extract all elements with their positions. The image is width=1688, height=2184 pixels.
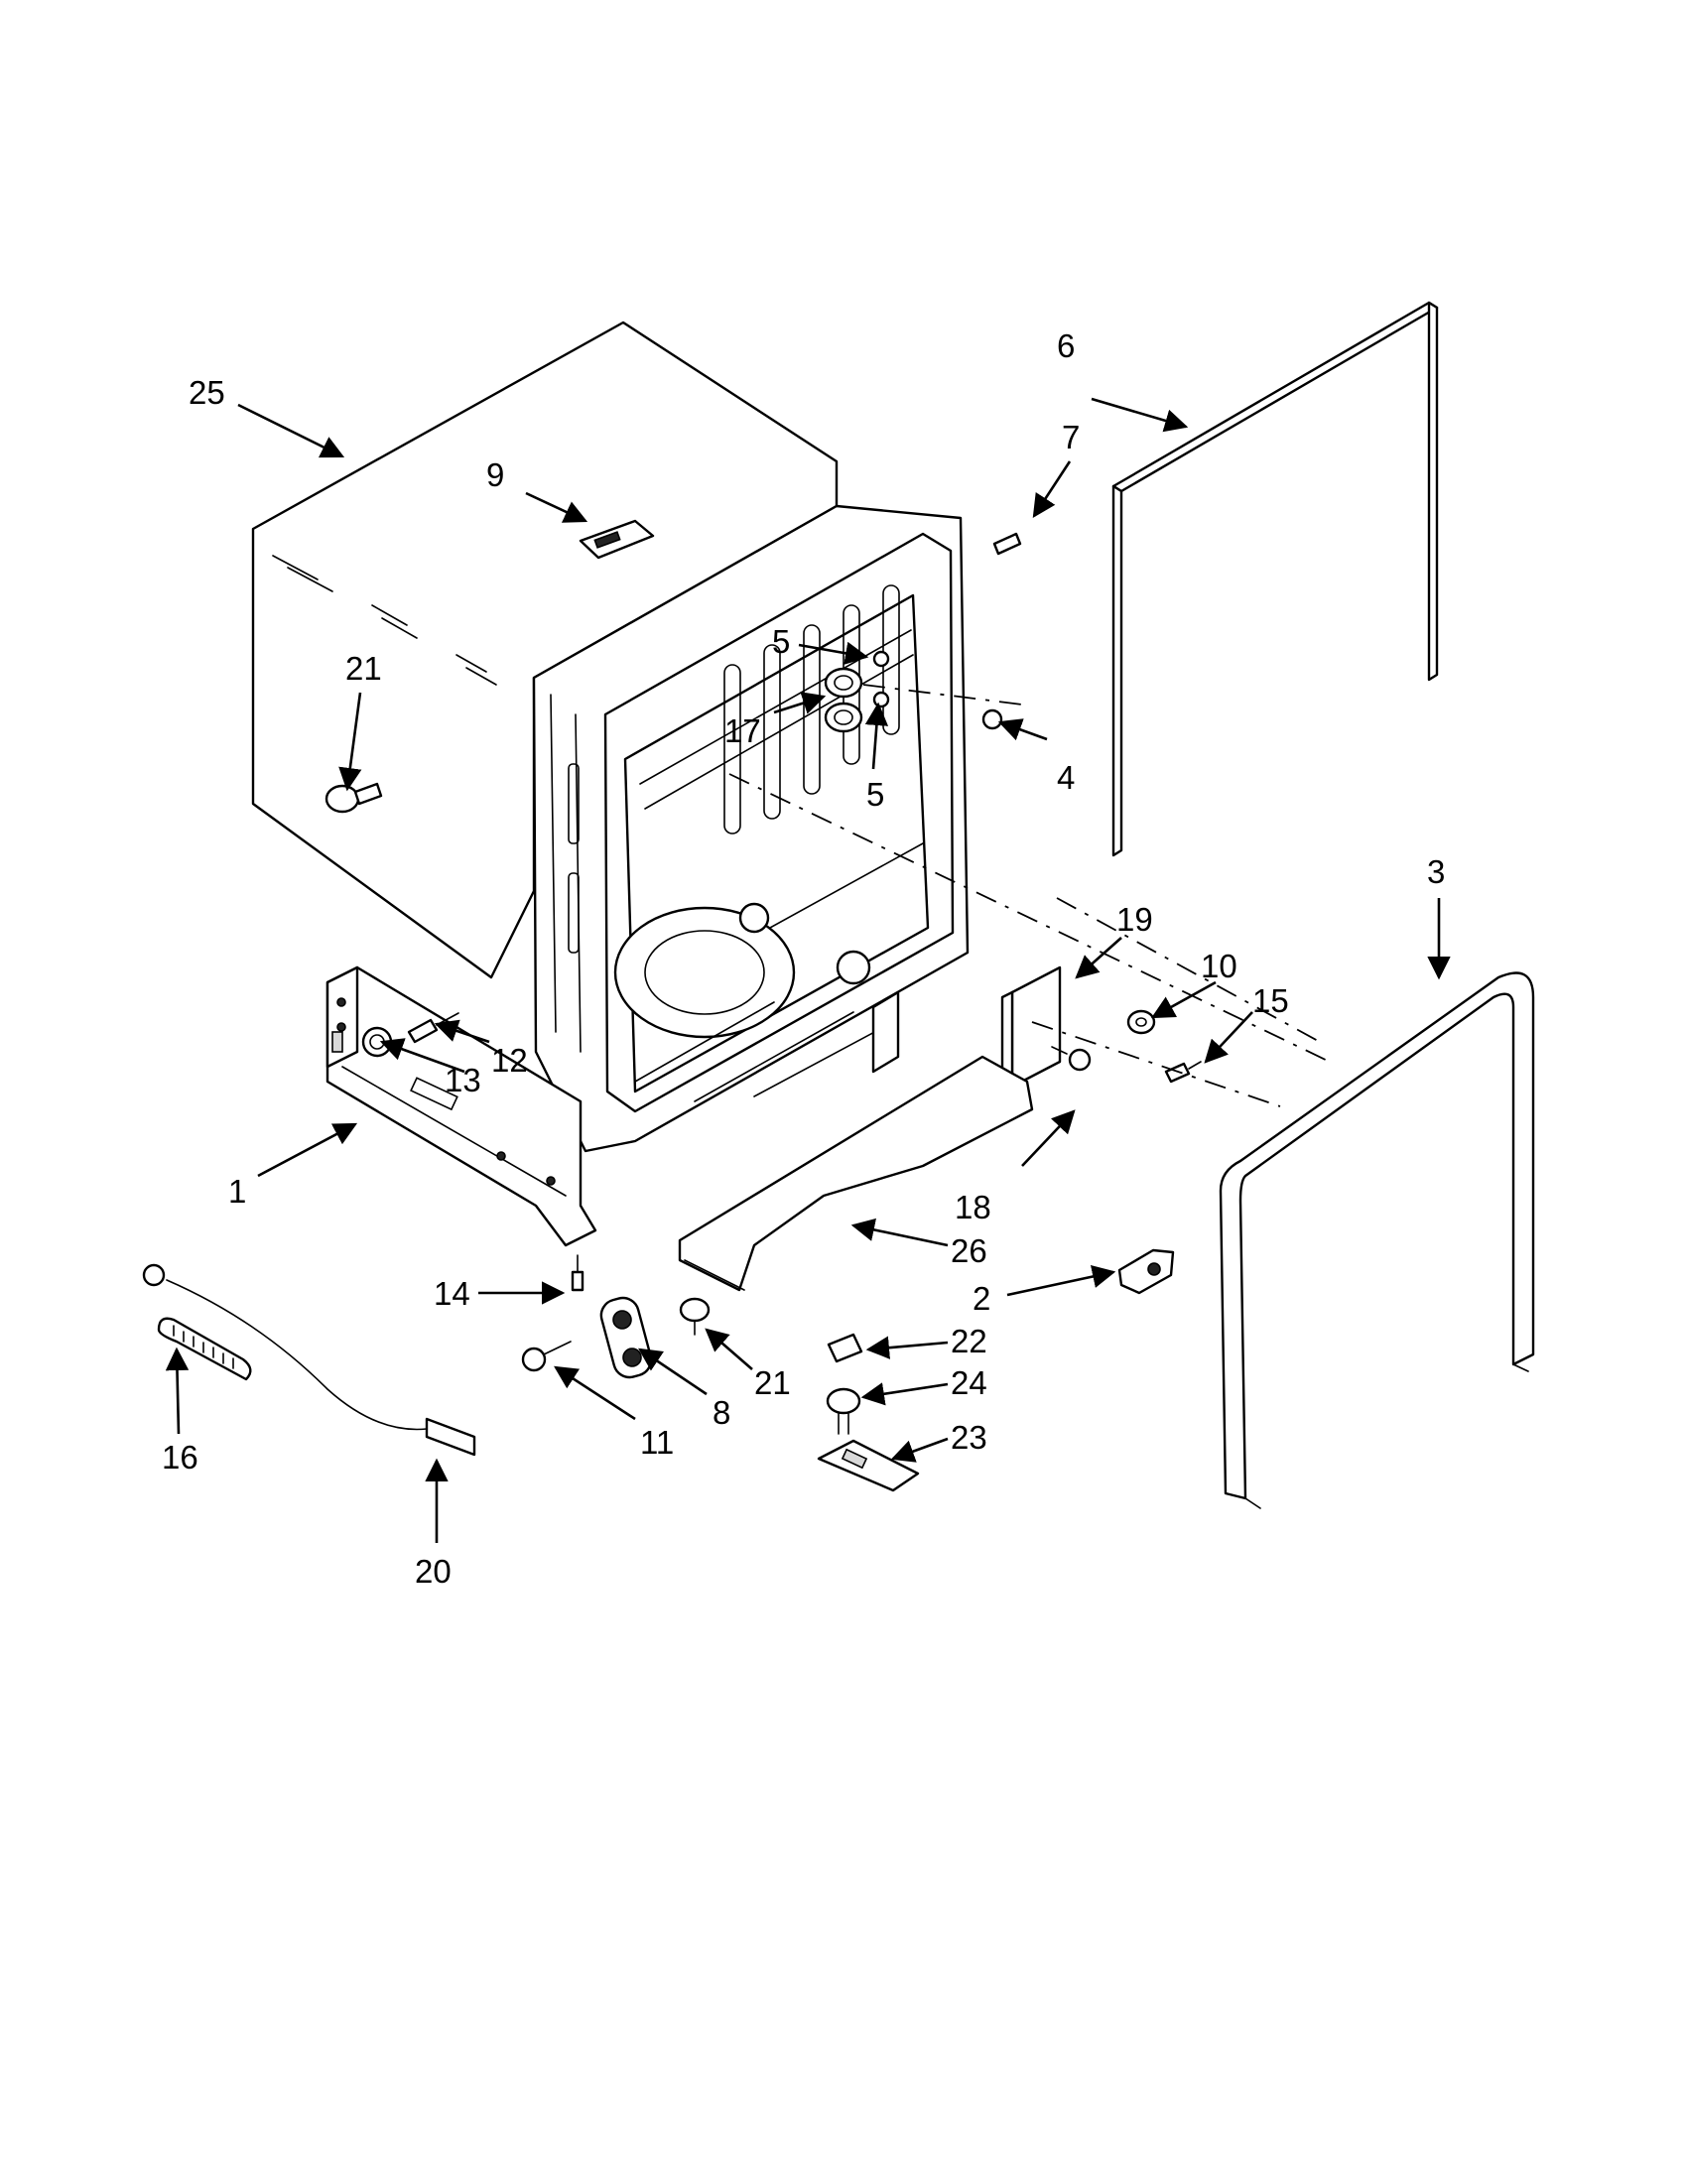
screw-11 [521,1341,572,1372]
callout-12: 12 [491,1042,528,1079]
nut-10 [1126,1009,1156,1035]
bracket-8 [599,1296,653,1379]
callout-labels: 25 9 21 6 7 5 17 5 4 3 19 10 15 12 13 1 … [162,327,1445,1590]
callout-23: 25 [189,374,225,411]
callout-6: 6 [1057,327,1075,364]
callout-26: 26 [951,1232,987,1269]
bracket-24 [817,1439,920,1492]
door-spring-16 [157,1317,252,1381]
center-line-1 [728,773,1331,1063]
tub-base-frame [325,965,900,1247]
plug-21-lower [679,1297,711,1336]
latch-2 [1117,1248,1175,1295]
callout-8: 8 [713,1394,730,1431]
callout-21-lower: 21 [754,1364,791,1401]
callout-20: 20 [415,1553,452,1590]
callout-10: 10 [1201,948,1237,984]
callout-19: 19 [1116,901,1153,938]
callout-13: 13 [445,1062,481,1098]
thermostat-25 [826,1387,861,1435]
center-line-3 [1031,1021,1281,1107]
vent-clip-9 [579,519,655,560]
screw-14 [571,1254,584,1292]
callout-14: 14 [434,1275,470,1312]
screw-15 [1164,1061,1202,1084]
center-line-2 [1056,897,1321,1043]
callout-4: 4 [1057,759,1075,796]
lower-gasket-3 [1219,971,1535,1509]
callout-9: 9 [486,456,504,493]
callout-17: 17 [724,712,761,749]
callout-15: 15 [1252,982,1289,1019]
callout-5-lower: 5 [866,776,884,813]
callout-2: 2 [973,1280,990,1317]
heat-shield-26 [678,1055,1034,1292]
callout-16: 16 [162,1439,198,1476]
plug-21-upper [325,782,383,814]
inlet-fittings-17 [824,532,1023,733]
callout-25: 24 [951,1364,987,1401]
callout-21-upper: 21 [345,650,382,687]
leader-lines [165,397,1451,1543]
clip-22 [827,1333,863,1363]
door-seal-6 [1111,301,1439,857]
callout-24: 23 [951,1419,987,1456]
callout-5-upper: 5 [772,623,790,660]
door-cable-20 [142,1263,476,1457]
callout-3: 3 [1427,853,1445,890]
callout-22: 22 [951,1323,987,1359]
callout-18: 18 [955,1189,991,1225]
callout-1: 1 [228,1173,246,1210]
callout-7: 7 [1062,419,1080,455]
bracket-19 [1000,965,1062,1089]
tub-body [532,504,970,1153]
callout-11: 11 [640,1424,674,1461]
screw-18 [1051,1046,1092,1072]
